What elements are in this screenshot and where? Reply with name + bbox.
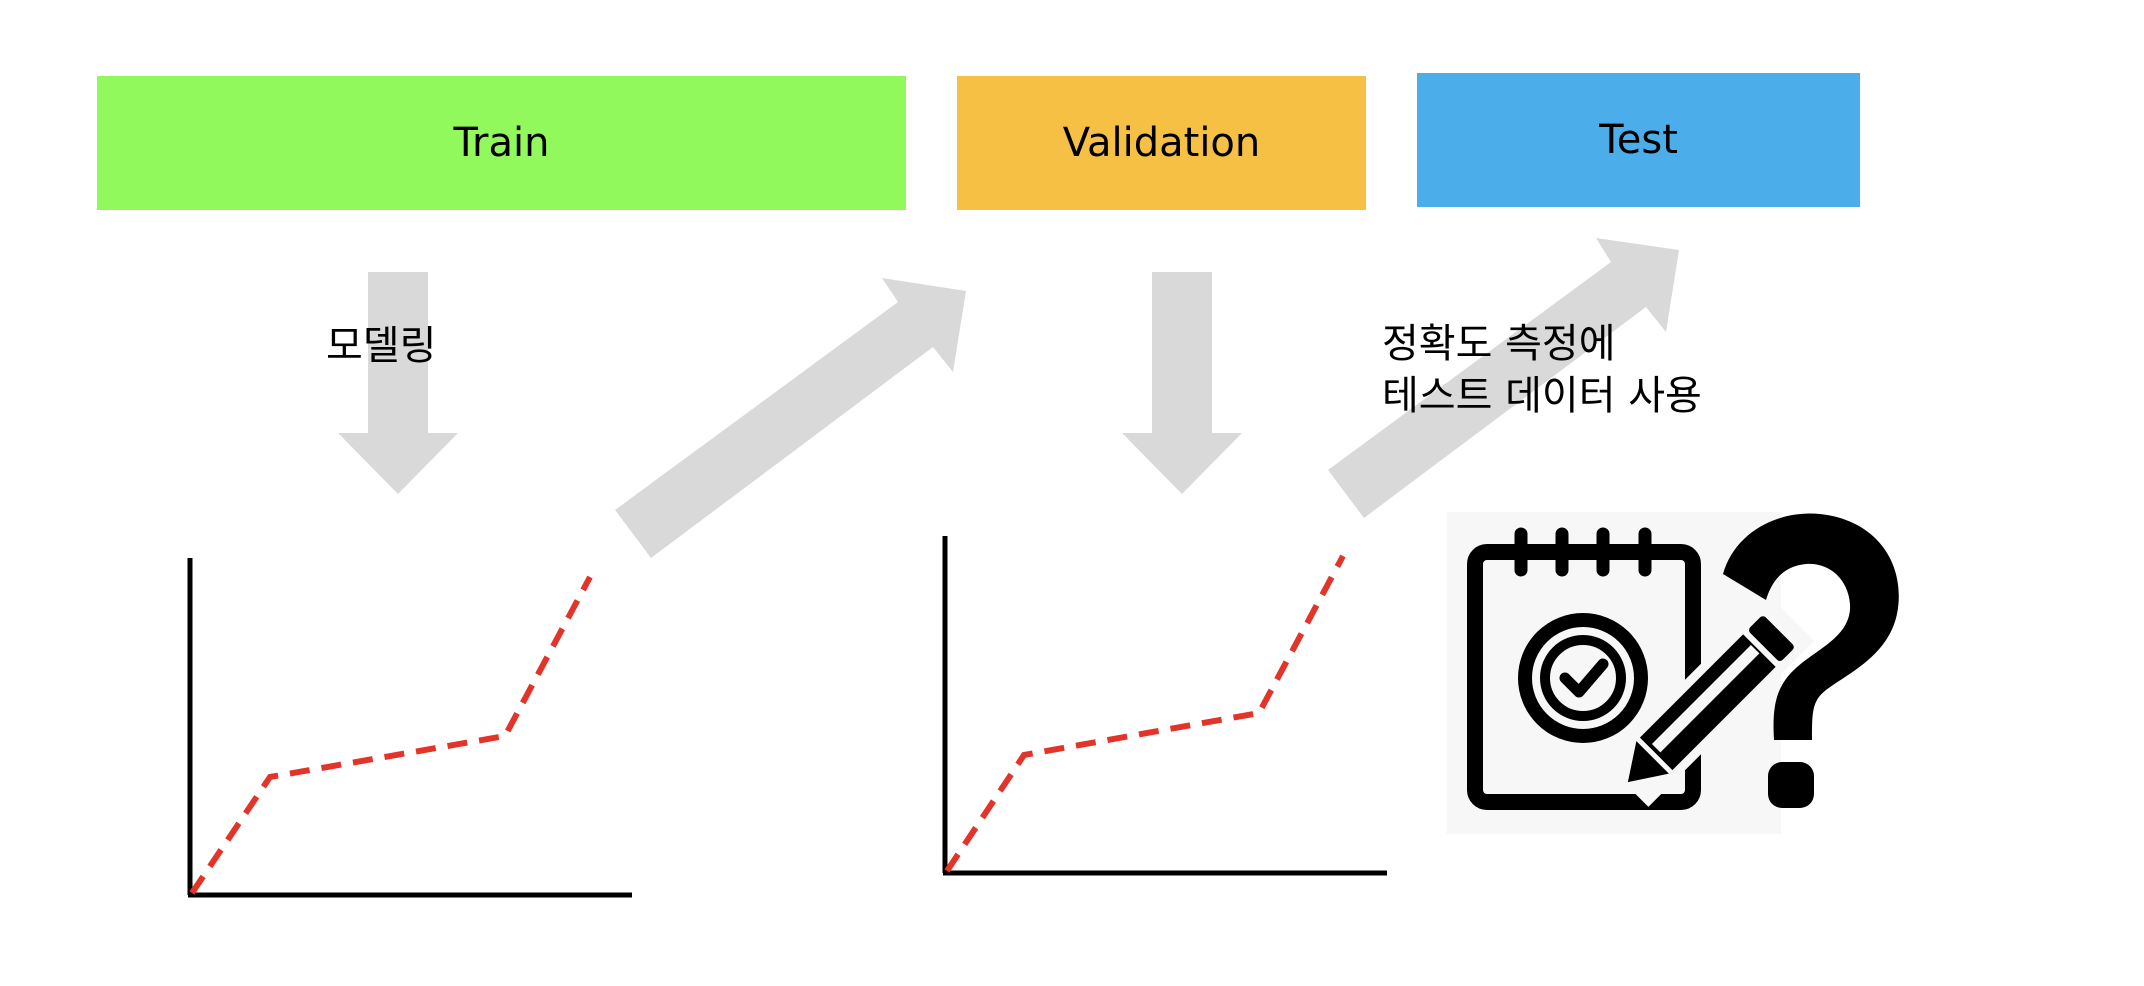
pencil-body-highlight — [1651, 644, 1760, 753]
question-mark-icon — [1723, 513, 1899, 740]
check-circle-inner — [1540, 635, 1626, 721]
train-box: Train — [97, 76, 906, 210]
test-usage-caption-line-2: 테스트 데이터 사용 — [1382, 373, 1702, 419]
train-label: Train — [453, 120, 550, 166]
question-mark-dot — [1768, 762, 1814, 808]
pencil-icon — [1603, 595, 1815, 807]
train-chart-curve — [189, 575, 593, 895]
pencil-point — [1627, 741, 1669, 783]
down-arrow-train — [338, 272, 458, 494]
validation-chart-curve — [944, 554, 1346, 873]
validation-label: Validation — [1062, 120, 1261, 166]
diagonal-arrow-to-test — [1328, 238, 1679, 518]
test-usage-caption-line-1: 정확도 측정에 — [1382, 321, 1616, 367]
down-arrow-validation — [1122, 272, 1242, 494]
check-circle-outer — [1518, 613, 1648, 743]
validation-box: Validation — [957, 76, 1366, 210]
modeling-caption: 모델링 — [326, 323, 437, 369]
diagonal-arrow-to-validation — [615, 278, 966, 558]
check-mark — [1559, 658, 1609, 698]
test-box: Test — [1417, 73, 1860, 207]
pencil-tip-cap — [1749, 616, 1794, 661]
test-label: Test — [1599, 117, 1678, 163]
notepad-checkmark-pencil-icon — [1447, 512, 1899, 834]
